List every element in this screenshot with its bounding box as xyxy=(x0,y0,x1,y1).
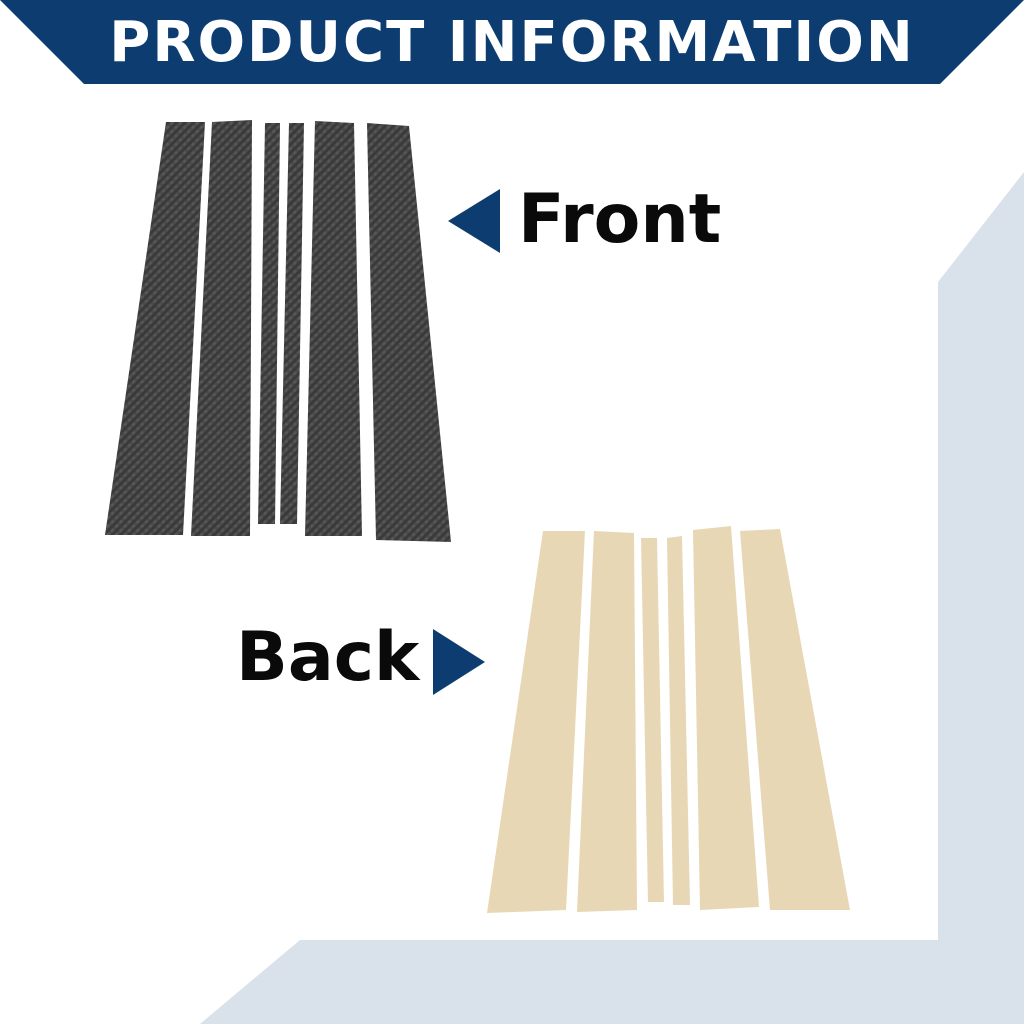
triangle-right-icon xyxy=(433,629,485,695)
back-strip-6 xyxy=(740,529,850,910)
back-strip-3 xyxy=(641,538,664,902)
front-strip-2 xyxy=(191,120,252,536)
header-banner xyxy=(0,0,1024,84)
front-strip-3 xyxy=(258,123,280,524)
front-strip-5 xyxy=(305,121,362,536)
frame-panel-right xyxy=(938,172,1024,1024)
page-title: PRODUCT INFORMATION xyxy=(109,9,915,75)
back-strip-5 xyxy=(693,526,759,910)
front-strip-1 xyxy=(105,122,205,535)
triangle-left-icon xyxy=(448,189,500,253)
back-label: Back xyxy=(236,618,420,697)
front-strips xyxy=(105,120,451,542)
front-label: Front xyxy=(518,180,722,259)
frame-panel-bottom xyxy=(200,940,1024,1024)
back-strips xyxy=(487,526,850,913)
front-strip-4 xyxy=(280,123,304,524)
back-strip-1 xyxy=(487,531,585,913)
front-strip-6 xyxy=(367,123,451,542)
back-strip-4 xyxy=(667,536,690,905)
back-strip-2 xyxy=(577,531,637,912)
